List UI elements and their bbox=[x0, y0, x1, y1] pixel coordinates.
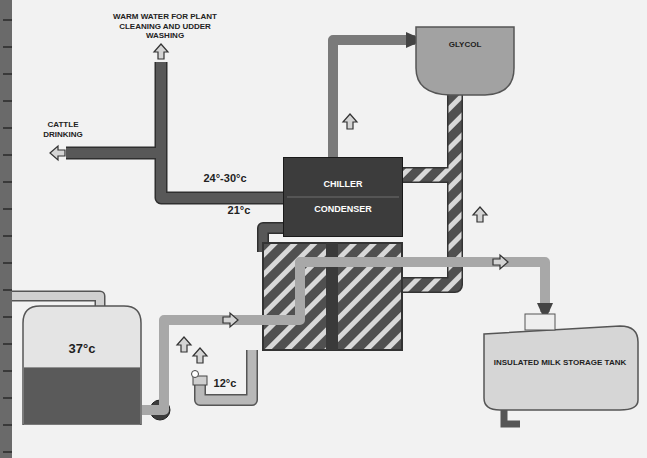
warm-water-pipe-outline bbox=[66, 62, 283, 198]
flow-arrow bbox=[223, 313, 238, 327]
node-outline bbox=[415, 26, 515, 96]
flow-arrow bbox=[193, 348, 207, 363]
temperature-label: 21°c bbox=[222, 204, 256, 217]
storage-tank-body bbox=[484, 326, 638, 410]
chiller-body bbox=[284, 158, 403, 237]
node-outline bbox=[22, 305, 142, 425]
receiver-tank: 37°c bbox=[22, 305, 142, 425]
ruler bbox=[0, 0, 12, 458]
glycol-pipe bbox=[402, 94, 455, 285]
ruler-ticks bbox=[3, 20, 12, 452]
node-text: GLYCOL bbox=[449, 40, 482, 50]
tank-lid bbox=[525, 314, 555, 330]
flow-arrow bbox=[154, 44, 168, 59]
node-text: CONDENSER bbox=[314, 204, 372, 215]
node-outline bbox=[283, 157, 403, 237]
tank-outlet bbox=[504, 410, 520, 424]
pipes bbox=[12, 62, 455, 400]
milk-storage-tank: INSULATED MILK STORAGE TANK bbox=[480, 312, 640, 430]
warm-water-pipe bbox=[66, 62, 283, 198]
chiller-divider bbox=[287, 196, 399, 198]
glycol-pipe-connector bbox=[333, 40, 415, 157]
cold-water-pipe bbox=[200, 350, 252, 400]
glycol-pipe-outline bbox=[402, 94, 455, 285]
node-text: CHILLER bbox=[324, 179, 363, 190]
flow-arrow bbox=[50, 146, 65, 160]
temperature-label: 12°c bbox=[208, 377, 242, 390]
flow-arrow bbox=[493, 255, 508, 269]
milk-level bbox=[24, 367, 140, 424]
node-text: INSULATED MILK STORAGE TANK bbox=[494, 358, 626, 368]
node-text: 37°c bbox=[69, 341, 96, 357]
glycol-tank: GLYCOL bbox=[415, 26, 515, 96]
glycol-tank-body bbox=[416, 27, 514, 95]
flow-arrow bbox=[473, 207, 487, 222]
water-tap bbox=[192, 371, 208, 386]
chiller-condenser-box: CHILLER CONDENSER bbox=[283, 157, 403, 237]
outlet-label: WARM WATER FOR PLANT CLEANING AND UDDER … bbox=[102, 12, 228, 41]
node-outline bbox=[480, 312, 640, 430]
inlet-pipe bbox=[12, 296, 100, 306]
ruler-bar bbox=[0, 0, 12, 458]
outlet-label: CATTLE DRINKING bbox=[34, 120, 92, 139]
tap-handle bbox=[192, 371, 199, 378]
flow-arrow bbox=[343, 114, 357, 129]
temperature-label: 24°-30°c bbox=[188, 172, 262, 185]
cold-water-pipe-outline bbox=[200, 350, 252, 400]
tank-body bbox=[23, 306, 141, 425]
flow-arrow bbox=[177, 337, 191, 352]
inlet-pipe-outline bbox=[12, 296, 100, 306]
